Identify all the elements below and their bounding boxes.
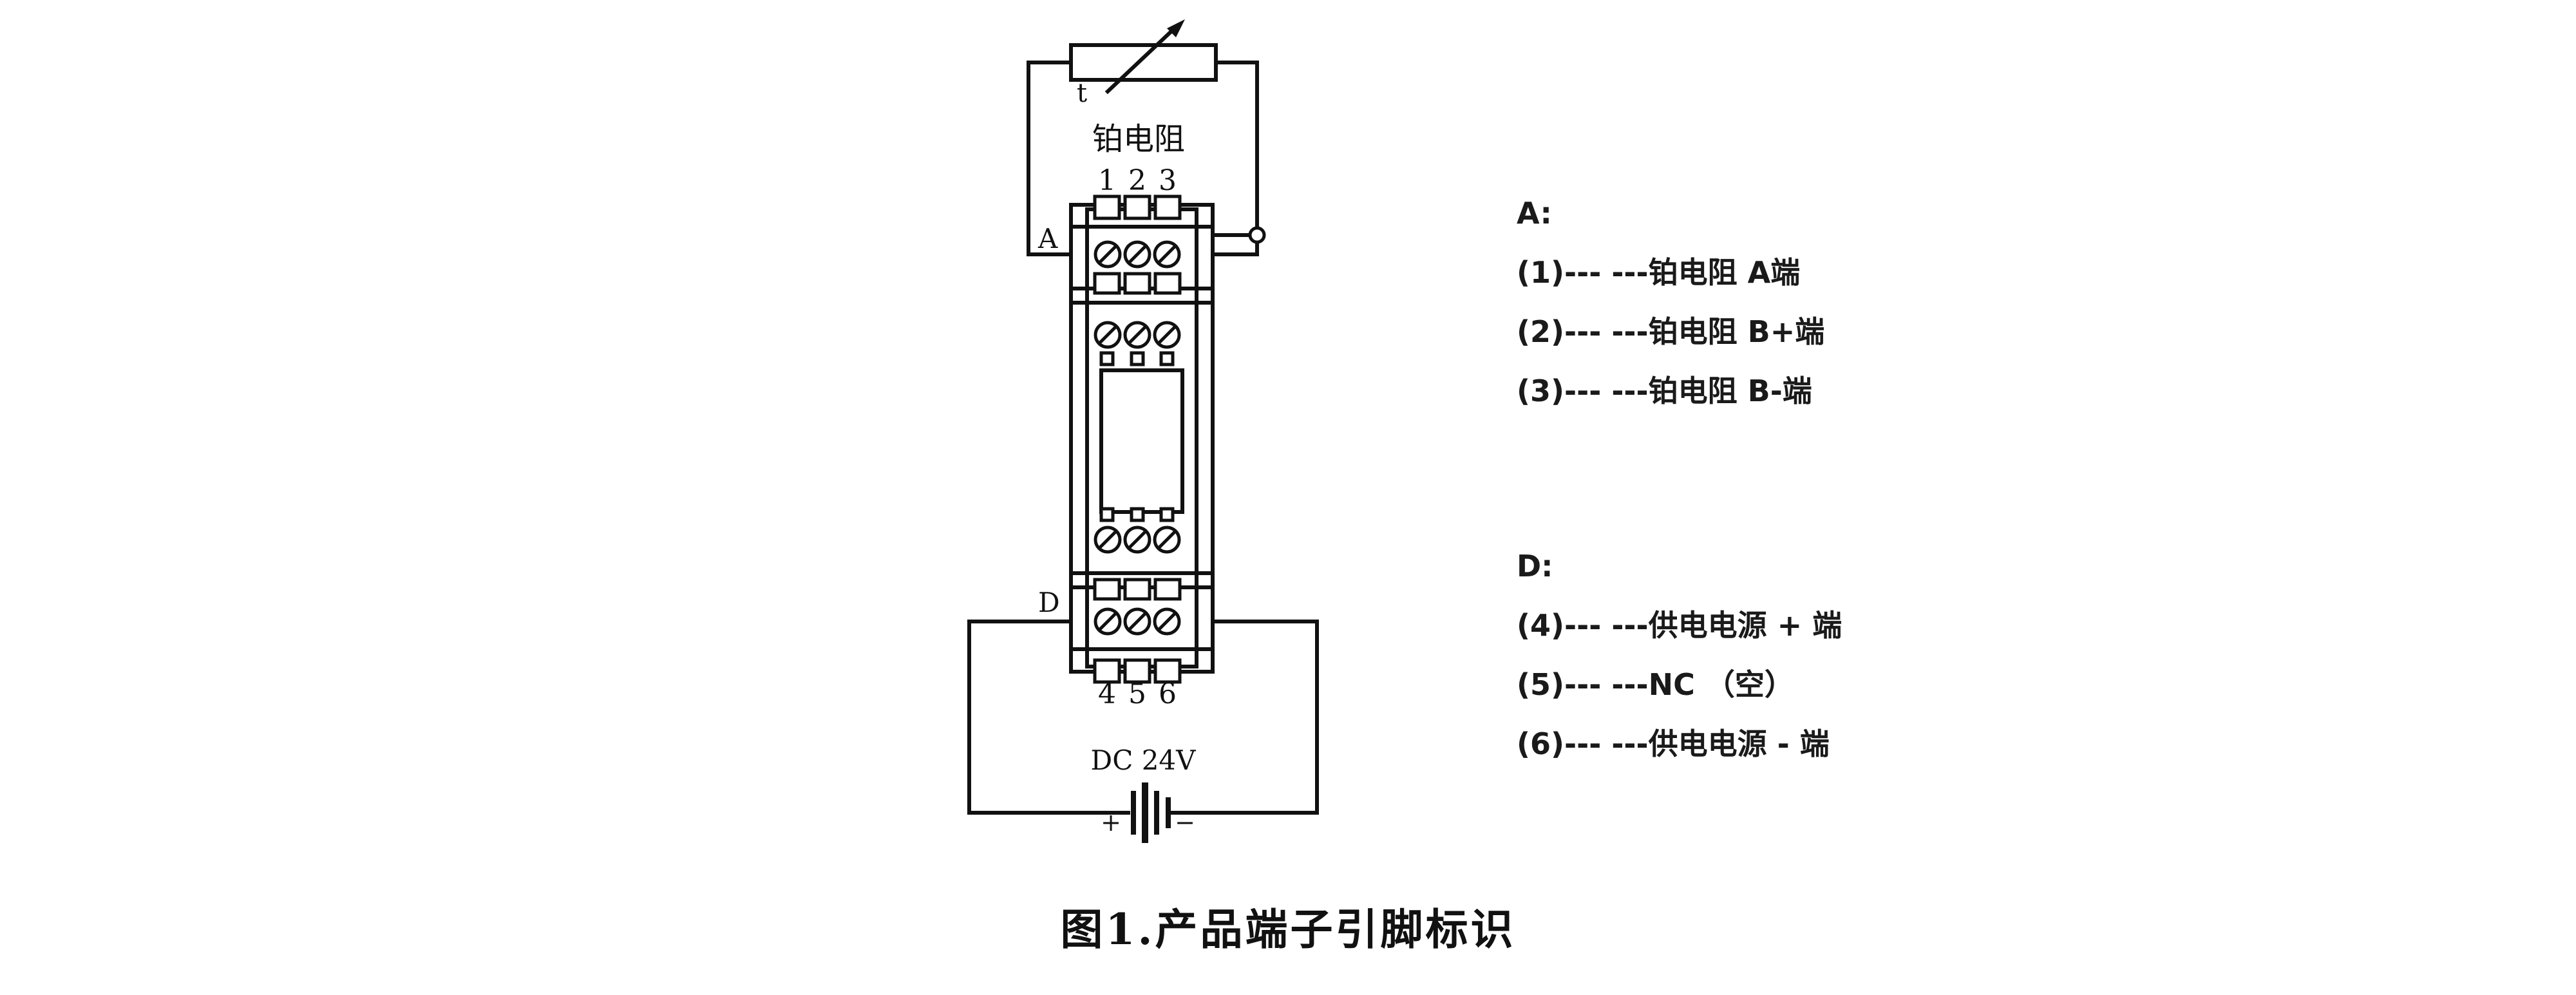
battery-symbol bbox=[1131, 782, 1171, 843]
rtd-resistor bbox=[1069, 43, 1218, 82]
legend-item: (6)--- ---供电电源 - 端 bbox=[1517, 726, 1830, 761]
power-label: DC 24V bbox=[1091, 744, 1197, 776]
bottom-terminal-block bbox=[1093, 578, 1182, 684]
rtd-symbol-t: t bbox=[1077, 79, 1087, 108]
legend-item: (4)--- ---供电电源 + 端 bbox=[1517, 608, 1842, 643]
polarity-minus: − bbox=[1175, 808, 1195, 837]
terminal-number-4: 4 bbox=[1098, 678, 1116, 710]
top-screws bbox=[1094, 240, 1181, 349]
side-label-a: A bbox=[1037, 223, 1058, 254]
terminal-number-6: 6 bbox=[1159, 678, 1177, 710]
side-label-d: D bbox=[1038, 587, 1060, 618]
legend-item: (3)--- ---铂电阻 B-端 bbox=[1517, 374, 1812, 408]
terminal-number-1: 1 bbox=[1098, 164, 1116, 197]
legend-group-a: A: (1)--- ---铂电阻 A端 (2)--- ---铂电阻 B+端 (3… bbox=[1517, 184, 1967, 421]
rtd-variable-arrow-line bbox=[1104, 23, 1180, 95]
legend-group-title: A: bbox=[1517, 196, 1552, 231]
legend-group-d: D: (4)--- ---供电电源 + 端 (5)--- ---NC （空） (… bbox=[1517, 536, 1967, 773]
bottom-screws bbox=[1094, 526, 1181, 636]
polarity-plus: + bbox=[1101, 808, 1121, 837]
legend-group-title: D: bbox=[1517, 549, 1553, 583]
rtd-arrow-head bbox=[1167, 19, 1185, 37]
pin-legend: A: (1)--- ---铂电阻 A端 (2)--- ---铂电阻 B+端 (3… bbox=[1517, 184, 1967, 773]
legend-item: (1)--- ---铂电阻 A端 bbox=[1517, 255, 1801, 290]
legend-item: (2)--- ---铂电阻 B+端 bbox=[1517, 314, 1825, 349]
figure-caption: 图1.产品端子引脚标识 bbox=[1060, 904, 1516, 954]
junction-dot bbox=[1248, 226, 1266, 244]
upper-inner-pins bbox=[1099, 351, 1175, 366]
terminal-number-5: 5 bbox=[1128, 678, 1146, 710]
terminal-number-2: 2 bbox=[1128, 164, 1146, 197]
legend-item: (5)--- ---NC （空） bbox=[1517, 667, 1794, 702]
terminal-number-3: 3 bbox=[1159, 164, 1177, 197]
lower-inner-pins bbox=[1099, 507, 1175, 522]
top-terminal-block bbox=[1093, 194, 1182, 295]
sensor-label: 铂电阻 bbox=[1092, 121, 1185, 157]
